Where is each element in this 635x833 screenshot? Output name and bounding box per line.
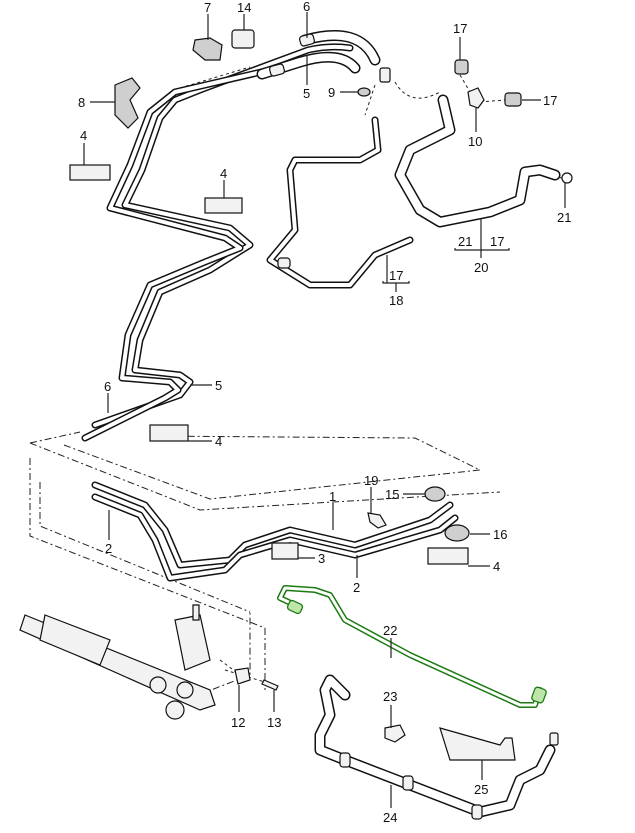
- clamp-3: [271, 542, 299, 560]
- bracket-25: [439, 727, 516, 761]
- return-line-upper: [256, 30, 391, 83]
- callout-15: 15: [385, 487, 399, 502]
- callout-2: 2: [353, 580, 360, 595]
- callout-17: 17: [389, 268, 403, 283]
- callout-5: 5: [303, 86, 310, 101]
- hose-20: [394, 94, 573, 228]
- callout-18: 18: [389, 293, 403, 308]
- steering-rack: [19, 604, 216, 720]
- line-2: [91, 493, 459, 582]
- pressure-line-22-highlighted: [277, 585, 547, 708]
- callout-24: 24: [383, 810, 397, 825]
- callout-21: 21: [458, 234, 472, 249]
- leader-lines: [83, 12, 566, 808]
- return-line-6: [81, 66, 274, 442]
- small-parts: [69, 29, 522, 743]
- callout-6: 6: [104, 379, 111, 394]
- callout-14: 14: [237, 0, 251, 15]
- clamp-4b: [204, 197, 243, 214]
- callout-4: 4: [80, 128, 87, 143]
- callout-23: 23: [383, 689, 397, 704]
- callout-22: 22: [383, 623, 397, 638]
- callout-5: 5: [215, 378, 222, 393]
- fitting-16: [444, 524, 470, 542]
- return-line-5: [91, 43, 354, 429]
- callout-16: 16: [493, 527, 507, 542]
- assembly-outlines: [29, 66, 563, 701]
- clamp-4d: [427, 547, 469, 565]
- line-1: [91, 481, 454, 569]
- callout-8: 8: [78, 95, 85, 110]
- fitting-15: [424, 486, 446, 502]
- callout-17: 17: [490, 234, 504, 249]
- callout-7: 7: [204, 0, 211, 15]
- grommet-9: [357, 87, 371, 97]
- callout-1: 1: [329, 489, 336, 504]
- callout-4: 4: [493, 559, 500, 574]
- clamp-7: [192, 37, 223, 61]
- callout-17: 17: [543, 93, 557, 108]
- callout-17: 17: [453, 21, 467, 36]
- washer-12: [234, 667, 251, 685]
- callout-21: 21: [557, 210, 571, 225]
- line-18: [266, 116, 414, 289]
- bolt-13: [261, 679, 279, 691]
- callout-25: 25: [474, 782, 488, 797]
- o-ring-21: [561, 172, 573, 184]
- callout-13: 13: [267, 715, 281, 730]
- callout-4: 4: [215, 434, 222, 449]
- clip-10: [467, 87, 485, 109]
- callout-12: 12: [231, 715, 245, 730]
- callout-9: 9: [328, 85, 335, 100]
- callout-3: 3: [318, 551, 325, 566]
- callout-10: 10: [468, 134, 482, 149]
- clamp-4c: [149, 424, 189, 442]
- callout-labels: 7 14 6 5 8 9 4 4 17 17 10 21 21 17 20 17…: [78, 0, 571, 825]
- callout-6: 6: [303, 0, 310, 14]
- clamp-4a: [69, 164, 111, 181]
- callout-20: 20: [474, 260, 488, 275]
- bracket-8: [114, 77, 141, 129]
- callout-2: 2: [105, 541, 112, 556]
- callout-4: 4: [220, 166, 227, 181]
- block-14: [231, 29, 255, 49]
- grommet-17a: [454, 59, 469, 75]
- hose-24: [314, 674, 559, 820]
- grommet-17b: [504, 92, 522, 107]
- callout-19: 19: [364, 473, 378, 488]
- clip-23: [384, 724, 406, 743]
- clip-19: [367, 512, 387, 529]
